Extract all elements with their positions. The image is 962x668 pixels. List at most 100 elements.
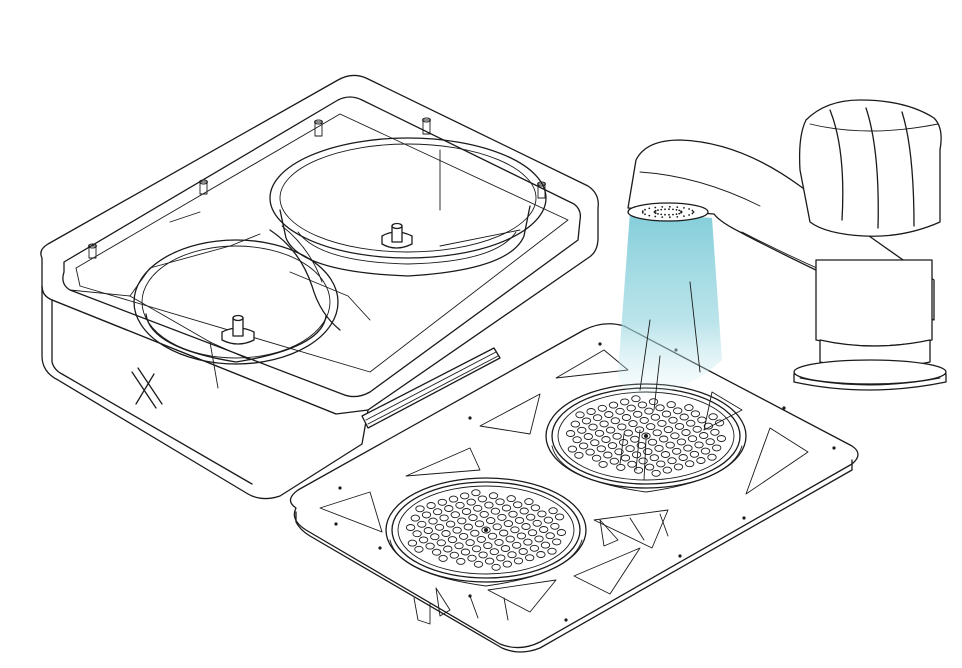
plate-hole bbox=[660, 451, 671, 458]
plate-hole bbox=[699, 432, 709, 439]
plate-hole bbox=[652, 429, 662, 437]
plate-hole bbox=[426, 502, 436, 509]
plate-hole bbox=[476, 535, 486, 543]
plate-hole bbox=[577, 426, 587, 434]
plate-hole bbox=[608, 401, 619, 409]
plate-hole bbox=[567, 445, 578, 453]
plate-hole bbox=[631, 451, 642, 459]
rim-dot bbox=[564, 618, 568, 622]
plate-hole bbox=[452, 526, 462, 534]
plate-hole bbox=[443, 545, 453, 553]
plate-hole bbox=[676, 438, 687, 446]
rim-dot bbox=[338, 486, 342, 490]
aerator-hole bbox=[641, 211, 644, 214]
plate-hole bbox=[454, 542, 464, 550]
plate-hole bbox=[598, 460, 608, 468]
plate-hole bbox=[507, 551, 517, 559]
aerator-hole bbox=[675, 213, 678, 216]
plate-hole bbox=[425, 542, 435, 550]
plate-hole bbox=[441, 530, 451, 537]
plate-hole bbox=[578, 442, 589, 450]
plate-hole bbox=[686, 419, 696, 427]
plate-hole bbox=[656, 460, 666, 468]
plate-hole bbox=[478, 551, 488, 559]
plate-hole bbox=[700, 447, 711, 455]
aerator-hole bbox=[660, 208, 663, 211]
plate-hole bbox=[457, 517, 467, 525]
aerator-hole bbox=[664, 213, 666, 216]
plate-hole bbox=[445, 520, 456, 528]
plate-hole bbox=[437, 498, 447, 506]
aerator-hole bbox=[660, 213, 663, 216]
plate-hole bbox=[505, 535, 515, 543]
water-stream bbox=[618, 212, 722, 481]
plate-hole bbox=[461, 508, 472, 515]
plate-hole bbox=[548, 507, 558, 515]
plate-hole bbox=[489, 548, 499, 556]
plate-hole bbox=[468, 514, 478, 522]
small-bowl bbox=[133, 239, 339, 365]
plate-hole bbox=[644, 407, 654, 415]
plate-hole bbox=[449, 551, 459, 559]
aerator-hole bbox=[672, 208, 674, 211]
plate-hole bbox=[465, 539, 475, 547]
aerator-hole bbox=[668, 213, 670, 216]
plate-hole bbox=[687, 435, 698, 443]
box-side-wall bbox=[41, 285, 369, 500]
aerator-hole bbox=[648, 207, 651, 210]
plate-hole bbox=[684, 404, 694, 412]
plate-hole bbox=[516, 532, 527, 540]
plate-hole bbox=[620, 398, 630, 406]
plate-hole bbox=[421, 511, 432, 519]
plate-hole bbox=[616, 463, 626, 471]
plate-hole bbox=[526, 513, 536, 521]
plate-hole bbox=[647, 438, 658, 446]
holes-back bbox=[565, 395, 727, 477]
aerator-hole bbox=[683, 207, 685, 209]
rim-dot bbox=[782, 406, 786, 410]
plate-hole bbox=[621, 414, 632, 421]
plate-hole bbox=[436, 539, 446, 547]
plate-hole bbox=[487, 532, 498, 540]
plate-hole bbox=[414, 545, 424, 553]
plate-hole bbox=[550, 522, 560, 530]
plate-hole bbox=[521, 523, 531, 530]
aerator-hole bbox=[676, 206, 679, 209]
aerator-hole bbox=[661, 216, 664, 219]
plate-hole bbox=[415, 505, 425, 513]
box-pegs bbox=[88, 117, 546, 259]
plate-hole bbox=[638, 457, 648, 465]
plate-hole bbox=[484, 501, 494, 509]
plate-hole bbox=[510, 526, 520, 534]
plate-hole bbox=[513, 501, 523, 509]
rim-dot bbox=[832, 446, 836, 450]
plate-hole bbox=[599, 420, 609, 428]
plate-hole bbox=[603, 451, 613, 459]
plate-hole bbox=[575, 411, 585, 419]
plate-hole bbox=[495, 498, 505, 506]
plate-hole bbox=[479, 510, 489, 518]
plate-hole bbox=[612, 432, 622, 440]
plate-hole bbox=[574, 451, 584, 459]
plate-hole bbox=[547, 547, 557, 555]
plate-hole bbox=[646, 423, 656, 431]
large-bowl bbox=[269, 137, 547, 277]
box-handle bbox=[361, 347, 501, 429]
plate-hole bbox=[588, 423, 598, 431]
plate-hole bbox=[524, 498, 534, 506]
plate-hole bbox=[492, 523, 502, 531]
plate-hole bbox=[666, 401, 676, 409]
aerator-hole bbox=[688, 208, 690, 210]
box-inner-rim bbox=[62, 96, 582, 398]
plate-hole bbox=[681, 429, 691, 436]
plate-hole bbox=[625, 445, 635, 453]
plate-hole bbox=[685, 460, 695, 468]
plate-hole bbox=[523, 538, 533, 546]
plate-hole bbox=[570, 420, 580, 428]
plate-hole bbox=[434, 523, 445, 531]
plate-hole bbox=[667, 457, 677, 465]
aerator-hole bbox=[669, 205, 671, 208]
plate-hole bbox=[679, 413, 689, 421]
plate-hole bbox=[512, 541, 522, 549]
